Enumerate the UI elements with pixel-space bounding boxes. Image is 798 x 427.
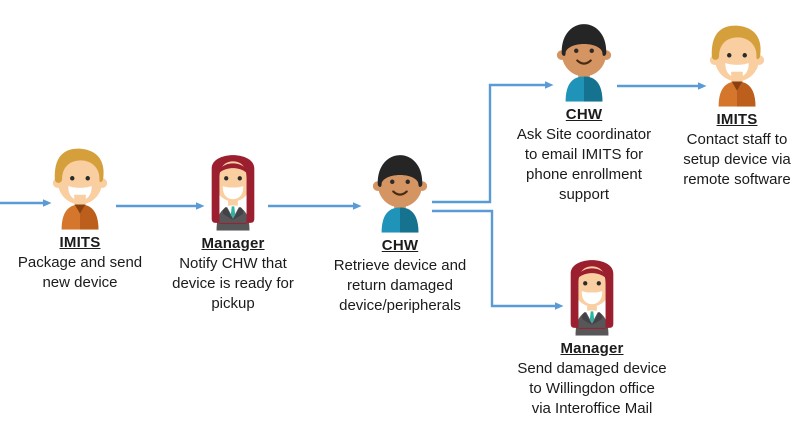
node-chw-enrollment: CHW Ask Site coordinator to email IMITS … (499, 16, 669, 205)
node-imits-remote: IMITS Contact staff to setup device via … (662, 21, 798, 190)
role-label: IMITS (716, 111, 758, 128)
role-description: Send damaged device to Willingdon office… (517, 360, 667, 417)
role-description: Retrieve device and return damaged devic… (333, 257, 467, 314)
role-label: CHW (565, 106, 603, 123)
role-description: Ask Site coordinator to email IMITS for … (516, 126, 652, 203)
chw-person-avatar-icon (369, 147, 431, 233)
role-label: Manager (201, 235, 265, 252)
node-manager-notify: Manager Notify CHW that device is ready … (153, 145, 313, 314)
node-imits-package: IMITS Package and send new device (5, 144, 155, 293)
chw-person-avatar-icon (553, 16, 615, 102)
node-manager-send: Manager Send damaged device to Willingdo… (502, 250, 682, 419)
role-label: CHW (381, 237, 419, 254)
imits-person-avatar-icon (49, 144, 111, 230)
role-description: Contact staff to setup device via remote… (683, 131, 791, 188)
role-description: Notify CHW that device is ready for pick… (172, 255, 294, 312)
imits-person-avatar-icon (706, 21, 768, 107)
role-label: Manager (560, 340, 624, 357)
manager-person-avatar-icon (202, 145, 264, 231)
manager-person-avatar-icon (561, 250, 623, 336)
role-label: IMITS (59, 234, 101, 251)
role-description: Package and send new device (17, 254, 143, 291)
node-chw-retrieve: CHW Retrieve device and return damaged d… (320, 147, 480, 316)
